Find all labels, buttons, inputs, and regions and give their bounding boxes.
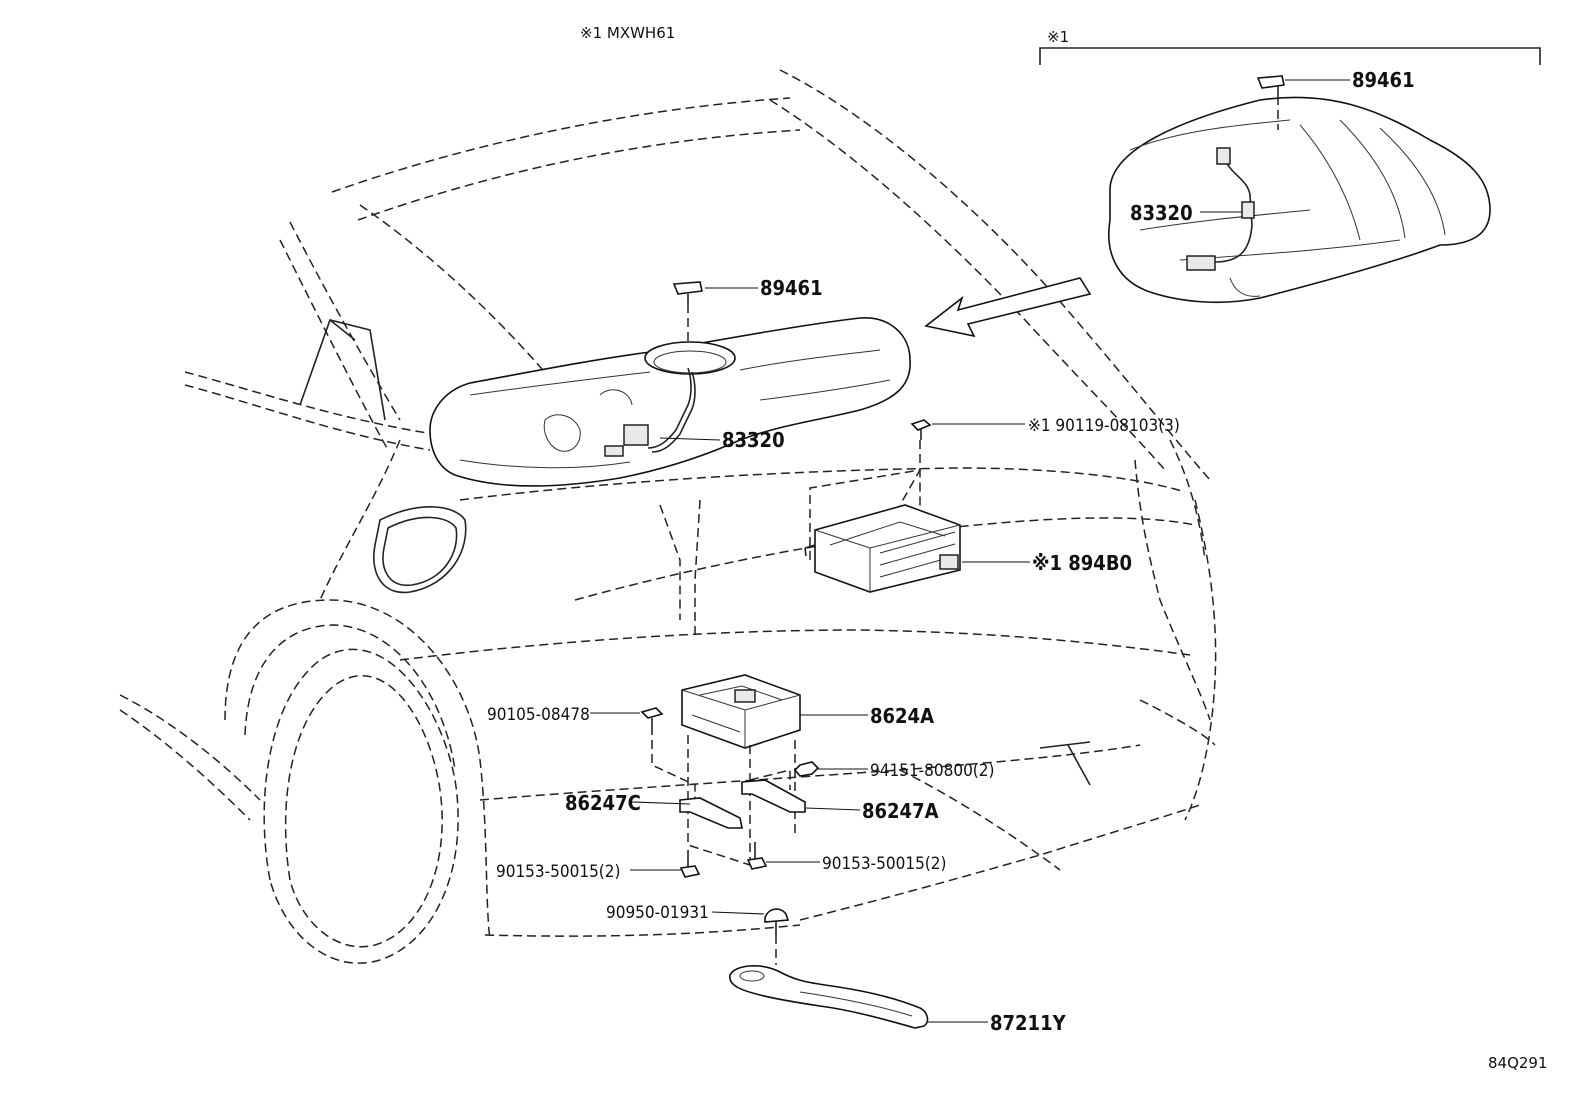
- label-86247c: 86247C: [565, 791, 641, 815]
- label-90153-50015-left: 90153-50015(2): [496, 862, 620, 882]
- label-87211y: 87211Y: [990, 1011, 1067, 1035]
- ecu-8624a: [651, 674, 801, 866]
- clip-90950-01931: [764, 908, 790, 965]
- bracket-86247a: [741, 779, 806, 813]
- tank-link-line-2: [694, 499, 701, 640]
- duct-87211y: [729, 965, 929, 1029]
- tank-link-line: [659, 504, 681, 620]
- variant-note: ※1 MXWH61: [580, 24, 675, 42]
- bolt-90153-left: [679, 850, 701, 878]
- label-894b0: ※1 894B0: [1032, 551, 1132, 575]
- ecu-894b0: [804, 419, 961, 593]
- label-89461-inset: 89461: [1352, 68, 1415, 92]
- nut-94151-80800: [793, 761, 820, 777]
- label-90950-01931: 90950-01931: [606, 903, 709, 923]
- bolt-90153-right: [746, 842, 768, 870]
- label-86247a: 86247A: [862, 799, 939, 823]
- main-fuel-tank: [429, 281, 911, 487]
- inset-frame: [1039, 47, 1541, 65]
- leader-lines: [590, 79, 1350, 1023]
- label-90153-50015-right: 90153-50015(2): [822, 854, 946, 874]
- vehicle-body-outline: [119, 69, 1217, 964]
- bolt-90105-08478: [640, 707, 664, 735]
- inset-fuel-tank: [1108, 75, 1491, 304]
- label-94151-80800: 94151-80800(2): [870, 761, 994, 781]
- label-89461-main: 89461: [760, 276, 823, 300]
- label-90105-08478: 90105-08478: [487, 705, 590, 725]
- label-83320-main: 83320: [722, 428, 785, 452]
- illustration-code: 84Q291: [1488, 1054, 1548, 1072]
- reference-arrow: [924, 277, 1092, 338]
- bracket-86247c: [679, 797, 743, 829]
- label-83320-inset: 83320: [1130, 201, 1193, 225]
- inset-note: ※1: [1047, 28, 1069, 46]
- label-8624a: 8624A: [870, 704, 934, 728]
- label-90119-08103: ※1 90119-08103(3): [1028, 416, 1180, 436]
